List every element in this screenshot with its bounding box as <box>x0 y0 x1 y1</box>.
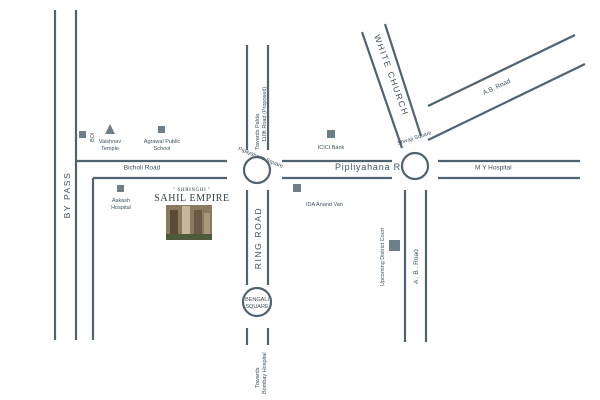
agrawal-label-1: Agrawal Public <box>144 139 181 145</box>
bypass-road <box>53 10 78 340</box>
agrawal-label-2: School <box>154 146 171 152</box>
building-icon <box>166 205 212 240</box>
icici-label: ICICI Bank <box>318 145 345 151</box>
bengali-square-label-2: SQUARE <box>245 304 269 310</box>
bengali-square-label-1: BENGALI <box>245 297 269 303</box>
bypass-label: BY PASS <box>62 172 72 219</box>
pipliyahana-road <box>282 159 392 180</box>
hospital-marker <box>117 185 124 192</box>
ring-road-label: RING ROAD <box>253 207 263 270</box>
boi-marker <box>79 131 86 138</box>
bicholi-road-label: Bicholi Road <box>124 165 161 172</box>
ida-label: IDA Anand Van <box>306 202 343 208</box>
boi-label: BOI <box>90 132 96 142</box>
vaishnav-label-1: Vaishnav <box>99 139 121 145</box>
ab-road-lower <box>403 190 428 342</box>
bank-marker <box>327 130 335 138</box>
bicholi-road <box>76 159 227 340</box>
my-hospital-road <box>438 159 580 180</box>
court-label: Upcoming District Court <box>380 227 386 286</box>
pipliyahana-square <box>242 155 272 185</box>
aakash-label-2: Hospital <box>111 205 131 211</box>
ab-road-upper <box>427 34 586 141</box>
white-church-road <box>360 23 423 149</box>
ring-road <box>245 45 270 345</box>
palda-road-proposed-label: 110ft Road (Proposed) <box>262 87 268 142</box>
project-tagline: " SHRINGHI " <box>173 188 211 193</box>
temple-icon <box>105 124 115 134</box>
ida-marker <box>293 184 301 192</box>
aakash-label-1: Aakash <box>112 198 130 204</box>
pipliyahana-road-label: Pipliyahana Road <box>335 162 418 172</box>
court-marker <box>389 240 400 251</box>
school-marker <box>158 126 165 133</box>
bombay-hospital-label: Bombay Hospital <box>262 352 268 394</box>
my-hospital-label: M Y Hospital <box>475 165 512 172</box>
towards-palda-label: Towards Palda <box>255 113 261 150</box>
bengali-square <box>241 286 273 318</box>
vaishnav-label-2: Temple <box>101 146 119 152</box>
ab-road-lower-label: A . B . Road <box>413 249 420 284</box>
project-name: SAHIL EMPIRE <box>154 193 229 204</box>
towards-bombay-label: Towards <box>255 367 261 388</box>
shivaji-square <box>400 151 430 181</box>
ab-road-upper-label: A.B. Road <box>482 78 512 97</box>
shivaji-square-label: Shivaji Square <box>397 130 433 147</box>
